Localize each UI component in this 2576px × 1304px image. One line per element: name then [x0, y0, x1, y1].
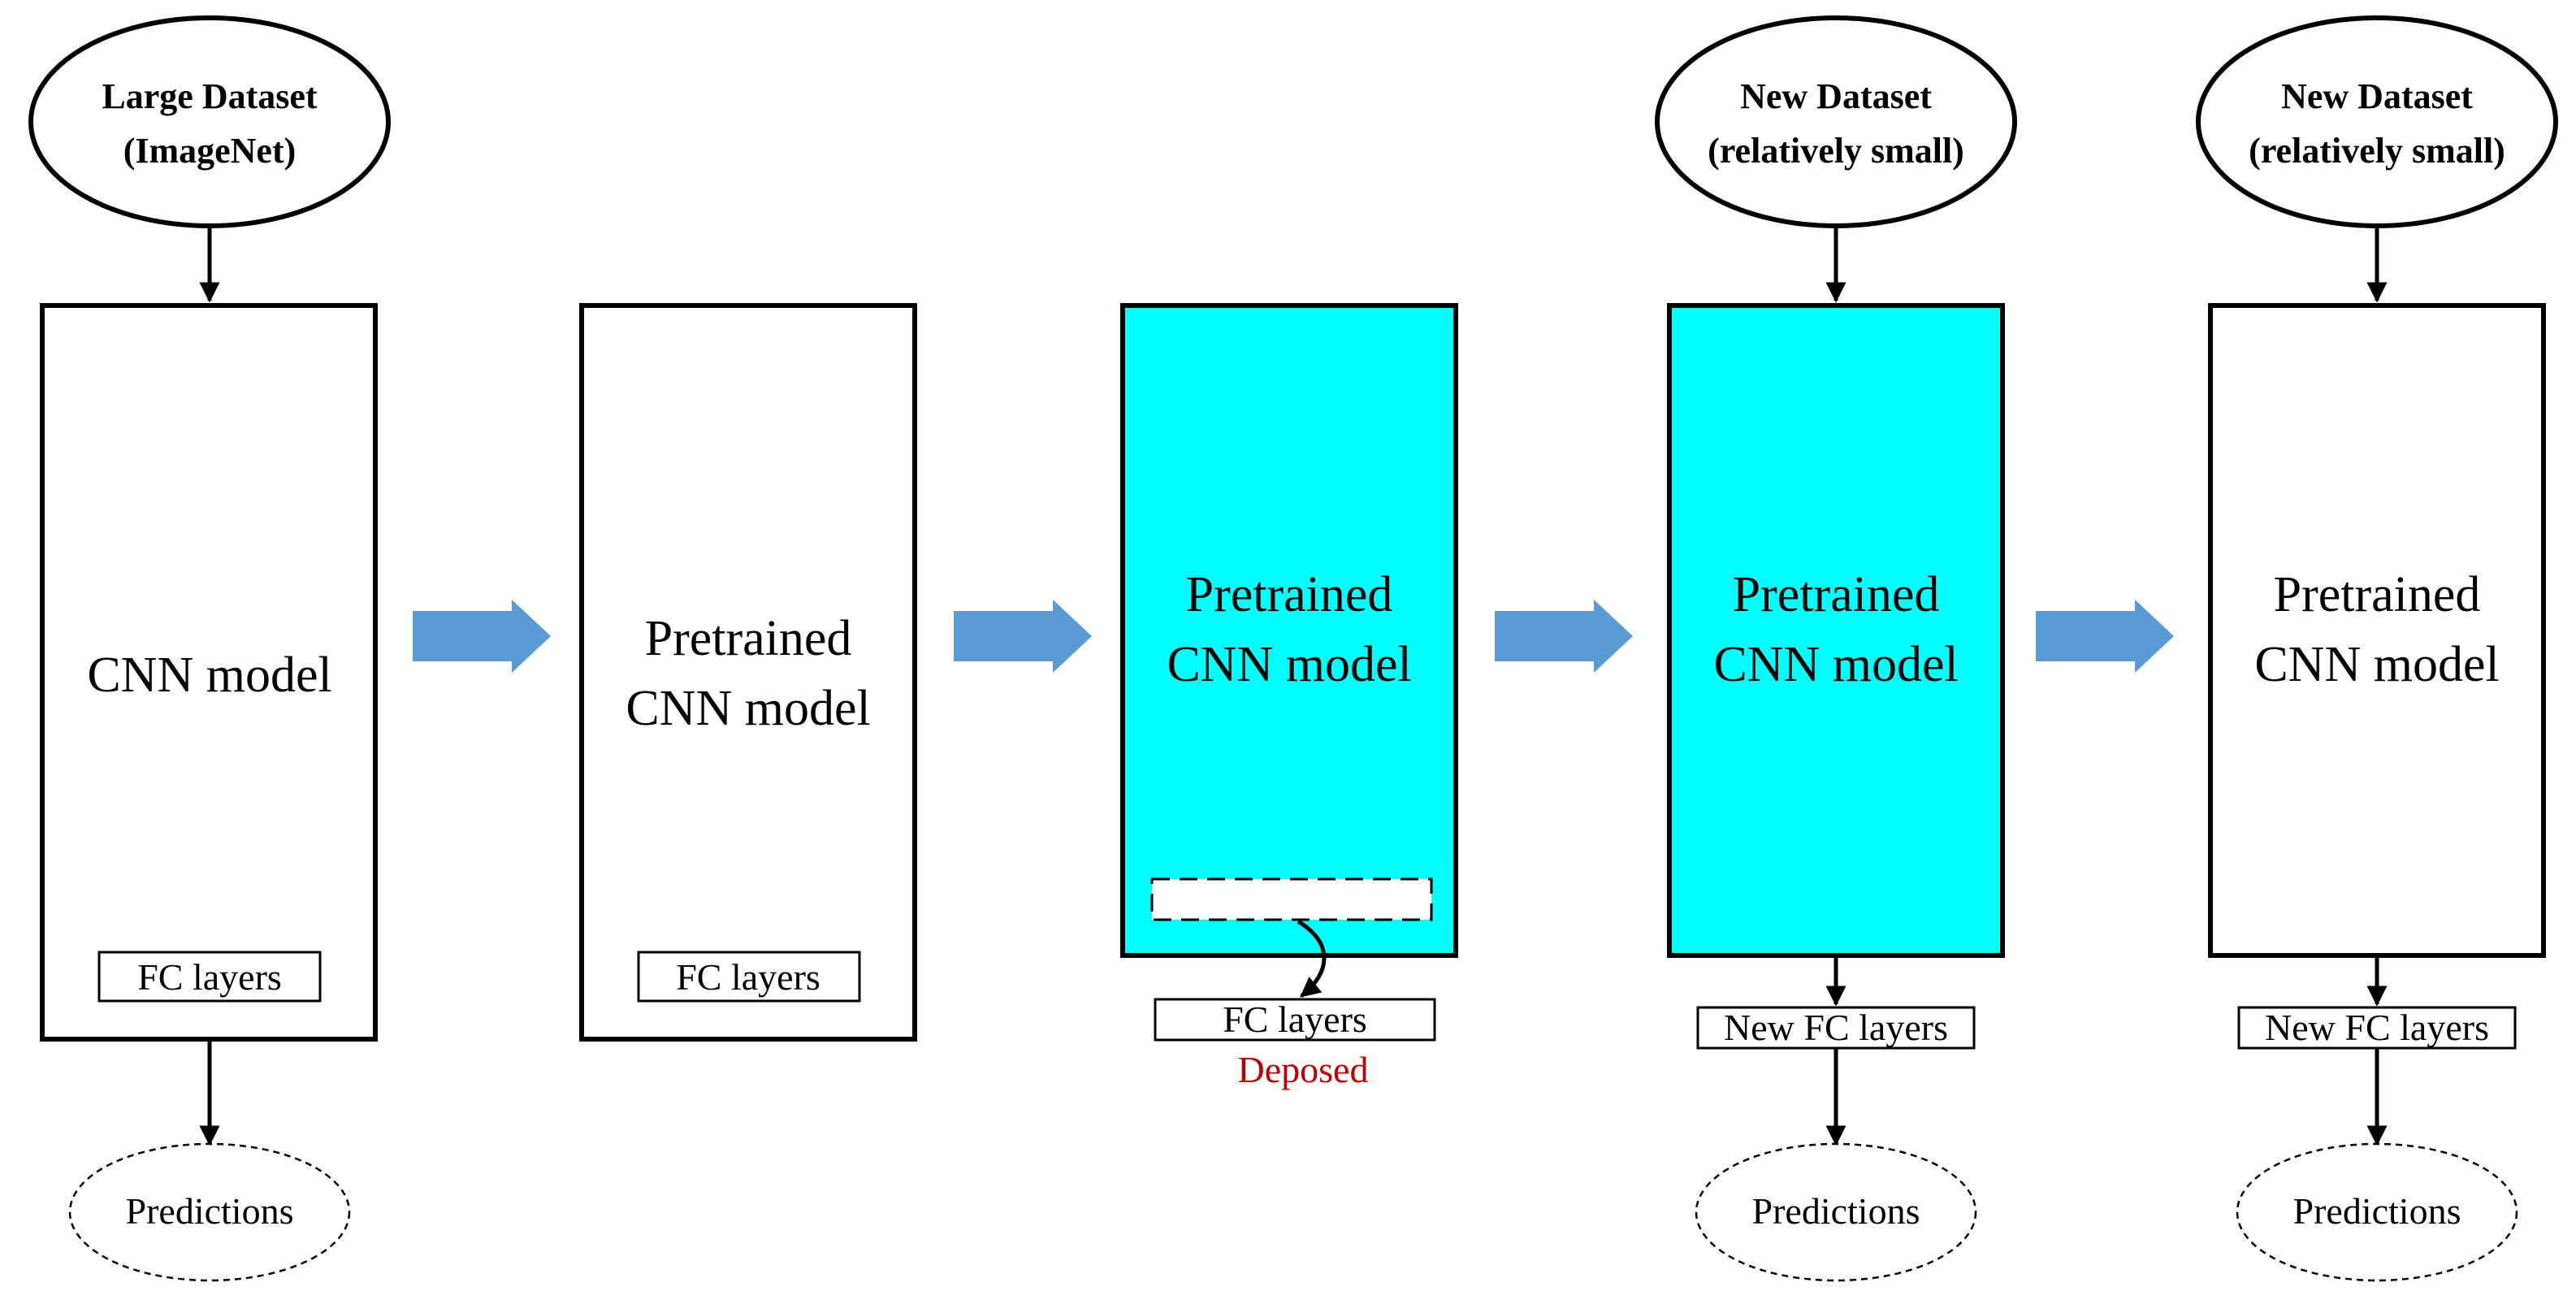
cnn-model-label: CNN model [87, 648, 331, 703]
stage-4: New Dataset (relatively small) Pretraine… [1655, 15, 2017, 1282]
new-fc-layers-label: New FC layers [2265, 1007, 2489, 1048]
new-fc-layers-box [2237, 1006, 2517, 1050]
fc-layers-label: FC layers [137, 956, 282, 998]
frozen-model-box [1667, 303, 2005, 958]
new-fc-layers-label: New FC layers [1724, 1007, 1948, 1048]
predictions-ellipse [1695, 1142, 1977, 1282]
predictions-label: Predictions [1752, 1190, 1920, 1232]
pretrained-label-line1: Pretrained [1186, 567, 1393, 622]
frozen-model-box [1120, 303, 1458, 958]
stage-2: Pretrained CNN model FC layers [579, 303, 917, 1042]
input-label-line2: (ImageNet) [123, 131, 297, 171]
pretrained-label-line1: Pretrained [645, 611, 852, 666]
predictions-label: Predictions [126, 1190, 294, 1232]
stage-1: Large Dataset (ImageNet) CNN model FC la… [28, 15, 391, 1282]
pretrained-label-line2: CNN model [1167, 637, 1411, 692]
input-label-line1: Large Dataset [102, 76, 317, 116]
flow-arrow-4 [2036, 600, 2174, 673]
input-label-line1: New Dataset [1740, 76, 1932, 116]
input-ellipse-new-dataset [2196, 15, 2558, 228]
fc-layers-box [637, 951, 861, 1003]
pretrained-label-line1: Pretrained [2274, 567, 2481, 622]
flow-arrow-3 [1495, 600, 1633, 673]
stage-3: Pretrained CNN model FC layers Deposed [1120, 303, 1458, 1090]
removal-curved-arrow [1297, 919, 1327, 998]
flow-arrow-2 [954, 600, 1092, 673]
fc-layers-box [1154, 998, 1436, 1042]
flow-arrow-1 [413, 600, 551, 673]
input-label-line2: (relatively small) [1708, 131, 1964, 171]
pretrained-label-line2: CNN model [2254, 637, 2499, 692]
removed-fc-slot [1150, 877, 1433, 921]
pretrained-label-line2: CNN model [626, 681, 870, 736]
predictions-ellipse [68, 1142, 351, 1282]
pretrained-model-box [2208, 303, 2546, 958]
fc-layers-label: FC layers [676, 956, 820, 998]
fc-layers-label: FC layers [1223, 999, 1367, 1040]
predictions-ellipse [2236, 1142, 2518, 1282]
pretrained-model-box [579, 303, 917, 1042]
input-label-line2: (relatively small) [2249, 131, 2505, 171]
deposed-note: Deposed [1238, 1049, 1369, 1090]
input-ellipse-large-dataset [28, 15, 391, 228]
pretrained-label-line2: CNN model [1713, 637, 1958, 692]
predictions-label: Predictions [2293, 1190, 2461, 1232]
fc-layers-box [97, 951, 322, 1003]
new-fc-layers-box [1696, 1006, 1976, 1050]
input-label-line1: New Dataset [2281, 76, 2473, 116]
input-ellipse-new-dataset [1655, 15, 2017, 228]
stage-5: New Dataset (relatively small) Pretraine… [2196, 15, 2558, 1282]
pretrained-label-line1: Pretrained [1733, 567, 1940, 622]
